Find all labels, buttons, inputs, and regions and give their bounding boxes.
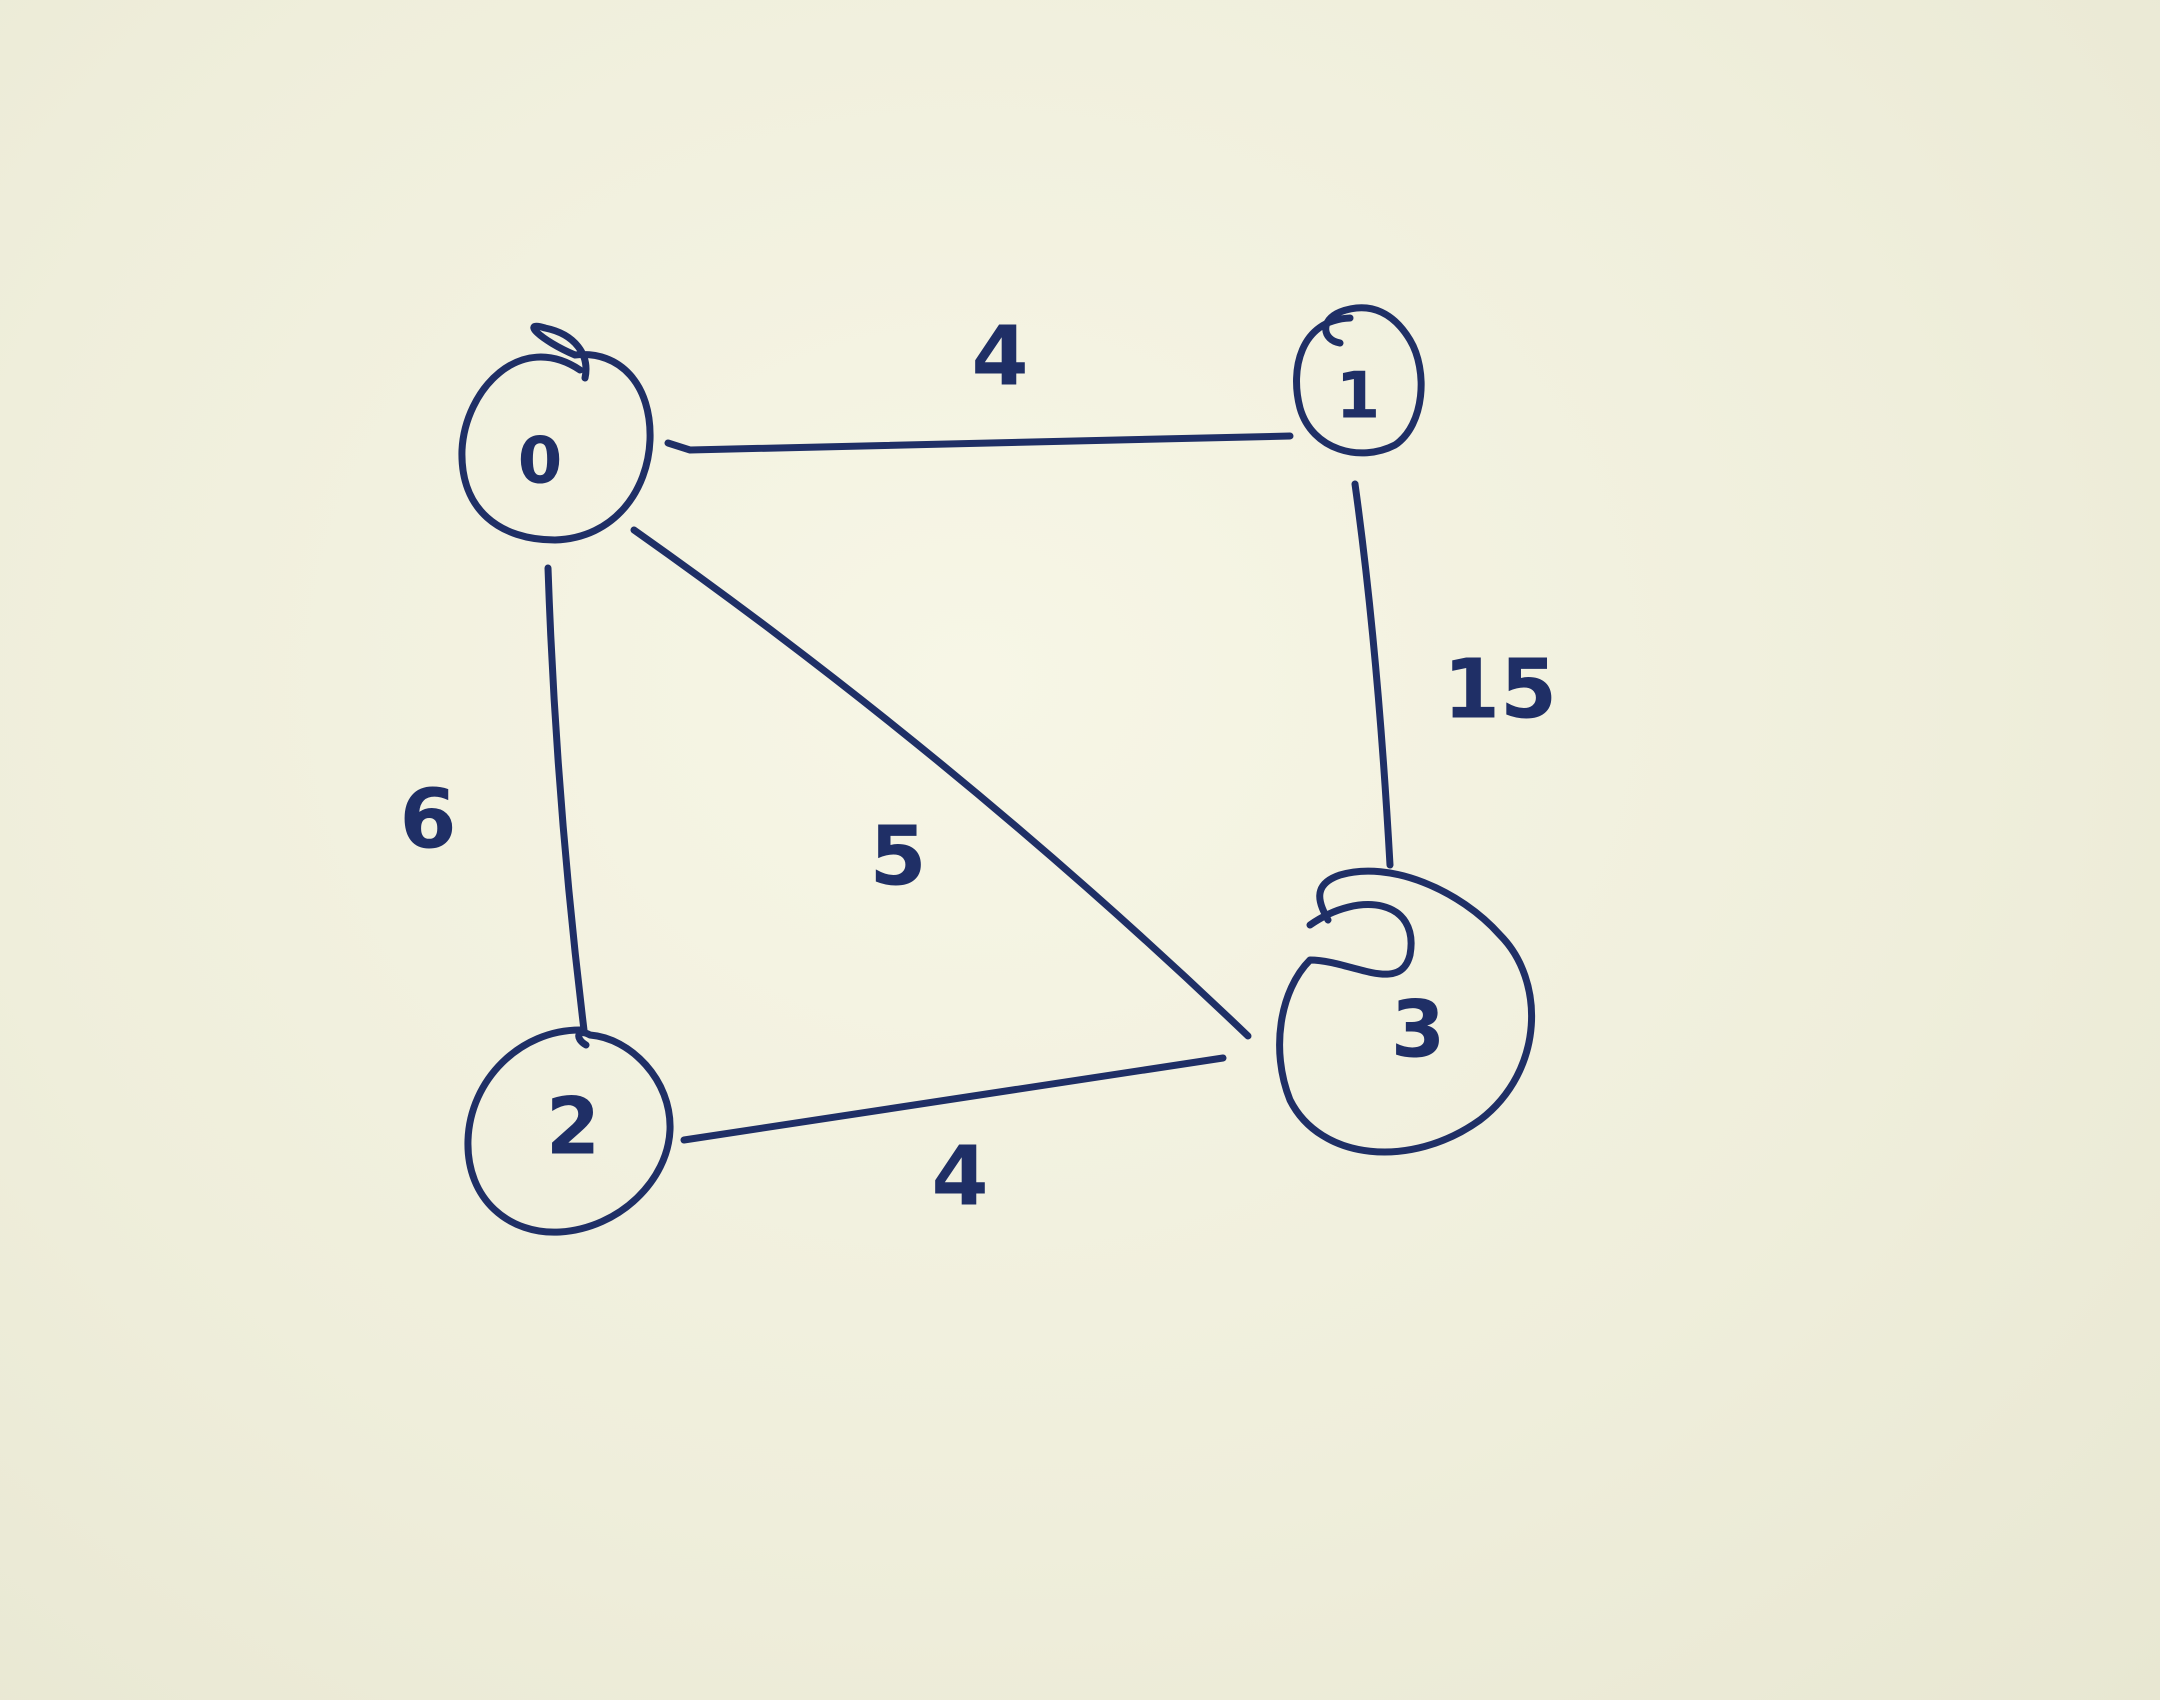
node-1: 1 — [1293, 304, 1425, 457]
edge-0-1 — [664, 432, 1294, 454]
edge-2-3 — [680, 1054, 1227, 1144]
node-0-circle — [458, 322, 654, 544]
node-3-circle — [1276, 867, 1536, 1156]
edge-0-2 — [544, 564, 588, 1034]
node-3: 3 — [1276, 867, 1536, 1156]
node-0: 0 — [458, 322, 654, 544]
node-2: 2 — [464, 1026, 674, 1236]
node-3-label: 3 — [1391, 985, 1445, 1075]
node-1-label: 1 — [1336, 360, 1381, 434]
node-2-circle — [464, 1026, 674, 1236]
node-2-label: 2 — [546, 1082, 600, 1172]
edge-0-3-weight: 5 — [869, 809, 926, 904]
node-0-label: 0 — [518, 425, 563, 499]
edge-1-3-weight: 15 — [1443, 642, 1557, 737]
edge-1-3 — [1351, 480, 1394, 869]
edge-0-2-weight: 6 — [399, 772, 456, 867]
edge-0-3 — [630, 526, 1252, 1040]
edge-2-3-weight: 4 — [931, 1129, 988, 1224]
edge-0-1-weight: 4 — [971, 309, 1028, 404]
node-1-circle — [1293, 304, 1425, 457]
